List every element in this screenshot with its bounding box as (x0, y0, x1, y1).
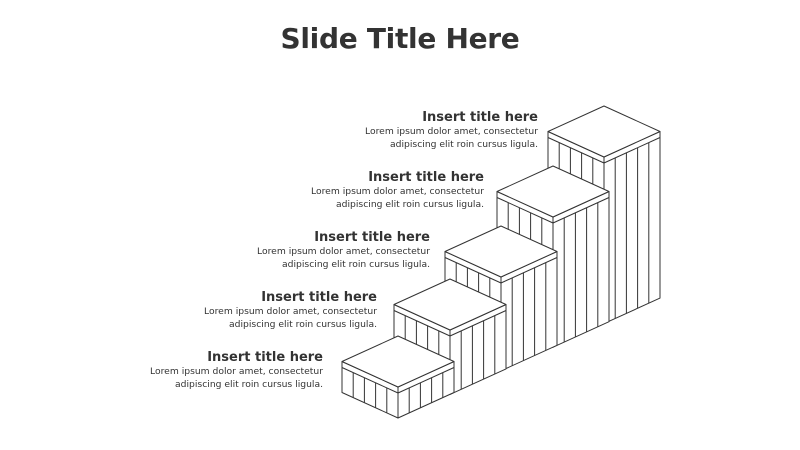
step-title: Insert title here (207, 350, 323, 365)
box-top-face (444, 225, 558, 278)
step-title: Insert title here (368, 170, 484, 185)
box-lip-line (397, 367, 455, 394)
step-label-3: Insert title here Lorem ipsum dolor amet… (170, 229, 430, 271)
box-right-face (552, 191, 610, 348)
box-lip-line (341, 367, 399, 394)
box-top-face (547, 105, 661, 158)
step-label-1: Insert title here Lorem ipsum dolor amet… (63, 349, 323, 391)
box-lip-line (547, 137, 605, 164)
box-lip-line (449, 310, 507, 337)
box-lip-line (496, 197, 554, 224)
box-lip-line (500, 257, 558, 284)
step-description-line: Lorem ipsum dolor amet, consectetur (365, 126, 538, 137)
step-description-line: adipiscing elit roin cursus ligula. (282, 258, 430, 270)
box-lip-line (552, 197, 610, 224)
step-title: Insert title here (261, 290, 377, 305)
step-description-line: Lorem ipsum dolor amet, consectetur (150, 366, 323, 377)
box-top-face (496, 165, 610, 218)
box-right-face (603, 131, 661, 325)
step-description-line: Lorem ipsum dolor amet, consectetur (257, 246, 430, 257)
step-description-line: adipiscing elit roin cursus ligula. (175, 378, 323, 390)
step-description-line: adipiscing elit roin cursus ligula. (229, 318, 377, 330)
step-description-line: Lorem ipsum dolor amet, consectetur (311, 186, 484, 197)
step-description-line: adipiscing elit roin cursus ligula. (336, 198, 484, 210)
slide-title: Slide Title Here (280, 22, 520, 55)
step-description-line: adipiscing elit roin cursus ligula. (390, 138, 538, 150)
step-label-2: Insert title here Lorem ipsum dolor amet… (117, 289, 377, 331)
step-label-4: Insert title here Lorem ipsum dolor amet… (224, 169, 484, 211)
box-lip-line (393, 310, 451, 337)
step-title: Insert title here (314, 230, 430, 245)
step-description-line: Lorem ipsum dolor amet, consectetur (204, 306, 377, 317)
step-label-5: Insert title here Lorem ipsum dolor amet… (278, 109, 538, 151)
box-top-face (341, 335, 455, 388)
box-lip-line (444, 257, 502, 284)
box-lip-line (603, 137, 661, 164)
step-title: Insert title here (422, 110, 538, 125)
box-top-face (393, 278, 507, 331)
